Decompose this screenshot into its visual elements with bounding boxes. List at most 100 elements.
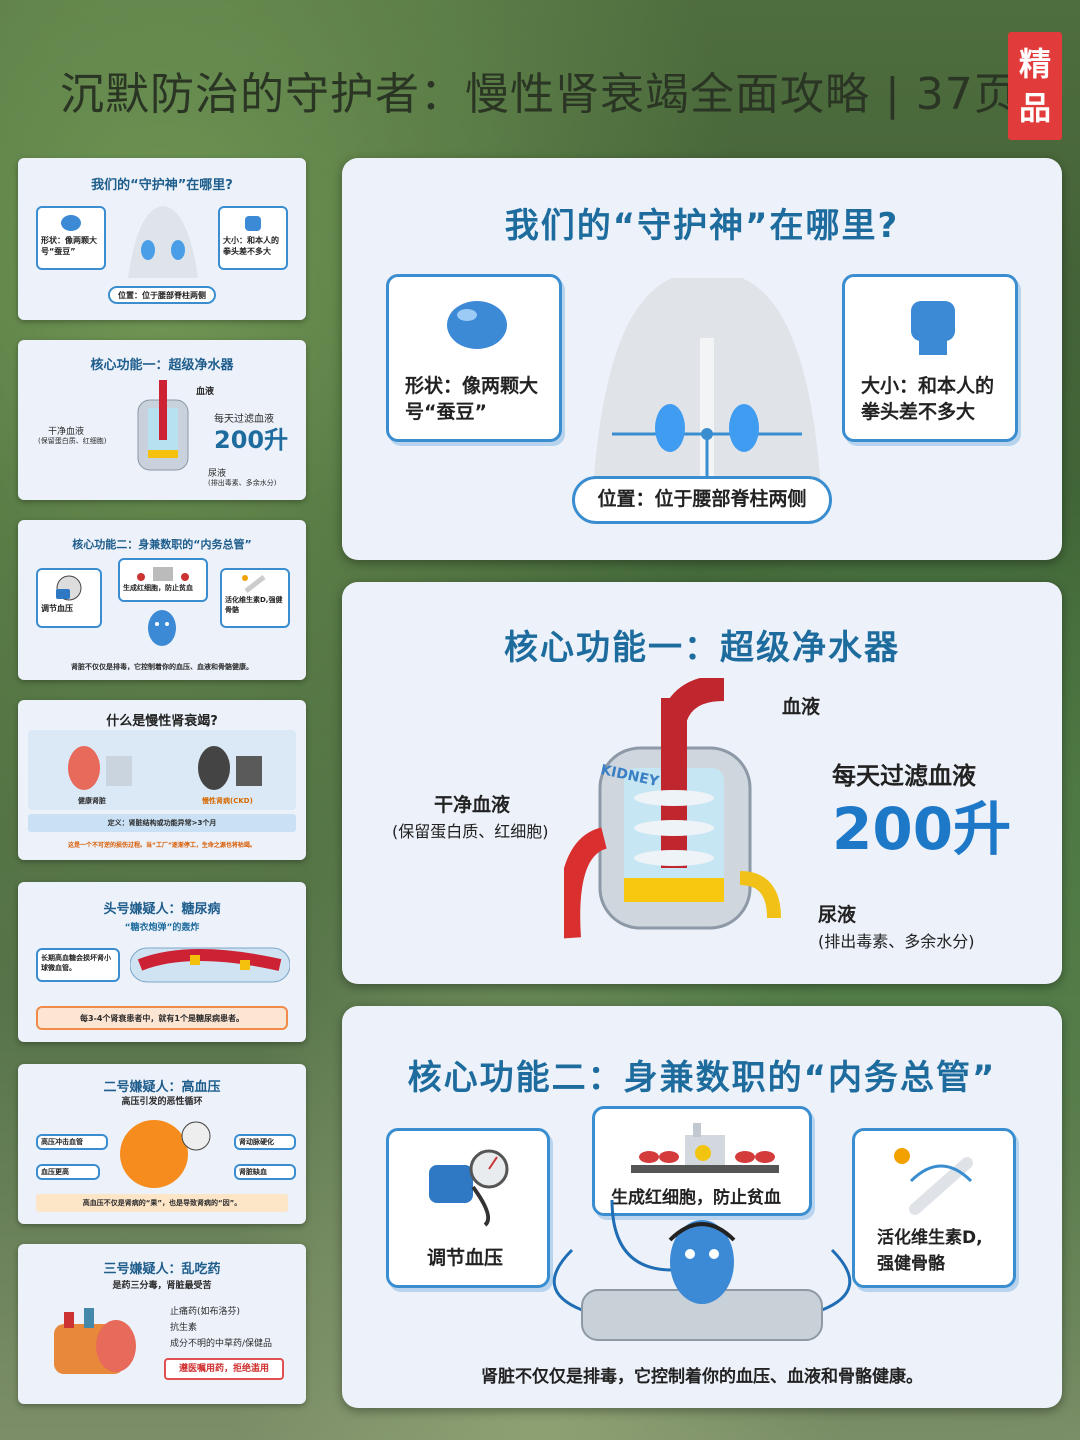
cycle-box-3: 血压更高 [36, 1164, 100, 1180]
rbc-text: 生成红细胞，防止贫血 [611, 1188, 781, 1208]
thumbnail-slide-5[interactable]: 头号嫌疑人：糖尿病 “糖衣炮弹”的轰炸 长期高血糖会损坏肾小球微血管。 每3-4… [18, 882, 306, 1042]
caption-bar [36, 1194, 288, 1212]
thumb-title: 三号嫌疑人：乱吃药 [103, 1262, 221, 1277]
page-title: 沉默防治的守护者：慢性肾衰竭全面攻略 | 37页 [60, 69, 1019, 120]
slide-panel-filter: 核心功能一：超级净水器 KIDNEY 血液 干净血液 (保留蛋白质、红细胞) 每… [342, 582, 1062, 984]
back-illustration [128, 206, 198, 278]
badge-char-2: 品 [1018, 89, 1051, 127]
location-pill: 位置：位于腰部脊柱两侧 [108, 286, 216, 304]
clean-blood-label: 干净血液 [48, 427, 85, 437]
thumbnail-slide-4[interactable]: 什么是慢性肾衰竭? 健康肾脏 慢性肾病(CKD) 定义：肾脏结构或功能异常>3个… [18, 700, 306, 860]
daily-filter-label: 每天过滤血液 [214, 414, 274, 425]
blood-label: 血液 [196, 387, 215, 397]
cycle-box-1: 高压冲击血管 [36, 1134, 108, 1150]
sun-icon [894, 1148, 910, 1164]
thumbnail-slide-6[interactable]: 二号嫌疑人：高血压 高压引发的恶性循环 高压冲击血管 肾动脉硬化 血压更高 肾脏… [18, 1064, 306, 1224]
vitd-text: 活化维生素D,强健骨骼 [225, 596, 283, 614]
stat-text: 每3-4个肾衰患者中，就有1个是糖尿病患者。 [79, 1014, 245, 1023]
badge-char-1: 精 [1018, 45, 1051, 83]
drug-item-1: 止痛药(如布洛芬) [170, 1307, 241, 1317]
kidney-icon [141, 240, 155, 260]
glucose-box: 长期高血糖会损坏肾小球微血管。 [36, 948, 120, 982]
cycle-box-2: 肾动脉硬化 [234, 1134, 296, 1150]
fist-icon [245, 216, 261, 231]
bone-icon [242, 575, 266, 593]
healthy-kidney-illustration [68, 746, 132, 790]
daily-filter-amount: 200升 [832, 795, 1012, 863]
pressure-balloon-illustration [120, 1120, 211, 1188]
bean-icon [447, 301, 507, 349]
panel-title: 核心功能一：超级净水器 [504, 628, 900, 668]
bone-icon [909, 1157, 973, 1215]
thumb-subtitle: 高压引发的恶性循环 [121, 1097, 203, 1107]
shape-line2: 号“蚕豆” [405, 401, 487, 423]
thumb-title: 核心功能二：身兼数职的“内务总管” [72, 538, 252, 551]
medicine-basket-illustration [54, 1308, 136, 1374]
slide-panel-functions: 核心功能二：身兼数职的“内务总管” 调节血压 生成红细胞，防止贫血 活化维生素D… [342, 1006, 1062, 1408]
vitd-box: 活化维生素D,强健骨骼 [220, 568, 290, 628]
daily-filter-amount: 200升 [214, 426, 289, 454]
thumbnail-slide-2[interactable]: 核心功能一：超级净水器 血液 干净血液 (保留蛋白质、红细胞) 每天过滤血液 2… [18, 340, 306, 500]
filter-machine-illustration [564, 678, 781, 939]
kidney-icon [96, 1320, 136, 1372]
advice-button[interactable]: 遵医嘱用药，拒绝滥用 [164, 1358, 284, 1380]
thumb-subtitle: “糖衣炮弹”的轰炸 [124, 923, 200, 933]
kidney-mascot-icon [668, 1220, 736, 1304]
rbc-text: 生成红细胞，防止贫血 [123, 584, 193, 592]
thumb-title: 头号嫌疑人：糖尿病 [103, 902, 221, 917]
definition-text: 定义：肾脏结构或功能异常>3个月 [107, 819, 217, 827]
panel-title: 我们的“守护神”在哪里? [504, 206, 900, 246]
size-line1: 大小：和本人的 [861, 375, 995, 397]
stat-bar [36, 1006, 288, 1030]
thumb-title: 核心功能一：超级净水器 [90, 358, 234, 373]
blood-label: 血液 [782, 696, 821, 718]
shape-line1: 形状：像两颗大 [405, 375, 539, 397]
kidney-icon [198, 746, 230, 790]
kidney-mascot-icon [148, 610, 176, 646]
shape-box: 形状：像两颗大号“蚕豆” [36, 206, 106, 270]
healthy-label: 健康肾脏 [78, 797, 106, 805]
bp-text: 调节血压 [41, 604, 73, 613]
thumbnail-slide-1[interactable]: 我们的“守护神”在哪里? 形状：像两颗大号“蚕豆” 大小：和本人的拳头差不多大 … [18, 158, 306, 320]
thumbnail-slide-3[interactable]: 核心功能二：身兼数职的“内务总管” 调节血压 生成红细胞，防止贫血 活化维生素D… [18, 520, 306, 680]
premium-badge: 精 品 [1008, 32, 1062, 140]
bp-box: 调节血压 [36, 568, 102, 628]
ckd-kidney-illustration [198, 746, 262, 790]
control-console-illustration [552, 1199, 852, 1341]
kidney-icon [171, 240, 185, 260]
vitd-card: 活化维生素D, 强健骨骼 [852, 1128, 1016, 1288]
kidney-icon [729, 404, 759, 452]
location-pill: 位置：位于腰部脊柱两侧 [572, 476, 832, 524]
clean-blood-sub: (保留蛋白质、红细胞) [38, 437, 107, 445]
thumb-caption: 肾脏不仅仅是排毒，它控制着你的血压、血液和骨骼健康。 [71, 663, 253, 671]
factory-icon [137, 567, 189, 581]
size-card: 大小：和本人的 拳头差不多大 [842, 274, 1018, 442]
vitd-line1: 活化维生素D, [877, 1228, 983, 1248]
thumb-caption: 高血压不仅是肾病的“果”，也是导致肾病的“因”。 [82, 1199, 242, 1207]
rbc-card: 生成红细胞，防止贫血 [592, 1106, 812, 1216]
rbc-box: 生成红细胞，防止贫血 [118, 558, 208, 602]
panel-caption: 肾脏不仅仅是排毒，它控制着你的血压、血液和骨骼健康。 [481, 1367, 923, 1387]
blood-pressure-gauge-icon [56, 575, 82, 601]
clean-blood-label: 干净血液 [434, 794, 511, 816]
thumbnail-slide-7[interactable]: 三号嫌疑人：乱吃药 是药三分毒，肾脏最受苦 止痛药(如布洛芬) 抗生素 成分不明… [18, 1244, 306, 1404]
fist-icon [911, 301, 955, 355]
vitd-line2: 强健骨骼 [877, 1254, 945, 1274]
urine-sub: (排出毒素、多余水分) [208, 479, 277, 487]
size-line2: 拳头差不多大 [861, 401, 976, 423]
warning-text: 这是一个不可逆的损伤过程。当“工厂”逐渐停工，生命之源也将枯竭。 [68, 842, 256, 849]
bp-text: 调节血压 [427, 1247, 504, 1269]
drug-item-2: 抗生素 [170, 1323, 198, 1333]
size-text: 大小：和本人的拳头差不多大 [223, 236, 279, 256]
thumb-title: 二号嫌疑人：高血压 [103, 1080, 221, 1095]
blood-pressure-gauge-icon [429, 1149, 509, 1227]
kidney-icon [655, 404, 685, 452]
thumb-title: 我们的“守护神”在哪里? [91, 178, 233, 193]
panel-title: 核心功能二：身兼数职的“内务总管” [407, 1058, 997, 1098]
blood-vessel-illustration [130, 947, 290, 983]
ckd-label: 慢性肾病(CKD) [202, 797, 253, 805]
bp-card: 调节血压 [386, 1128, 550, 1288]
shape-text: 形状：像两颗大号“蚕豆” [41, 236, 97, 256]
daily-filter-label: 每天过滤血液 [832, 762, 976, 790]
urine-label: 尿液 [818, 904, 857, 926]
